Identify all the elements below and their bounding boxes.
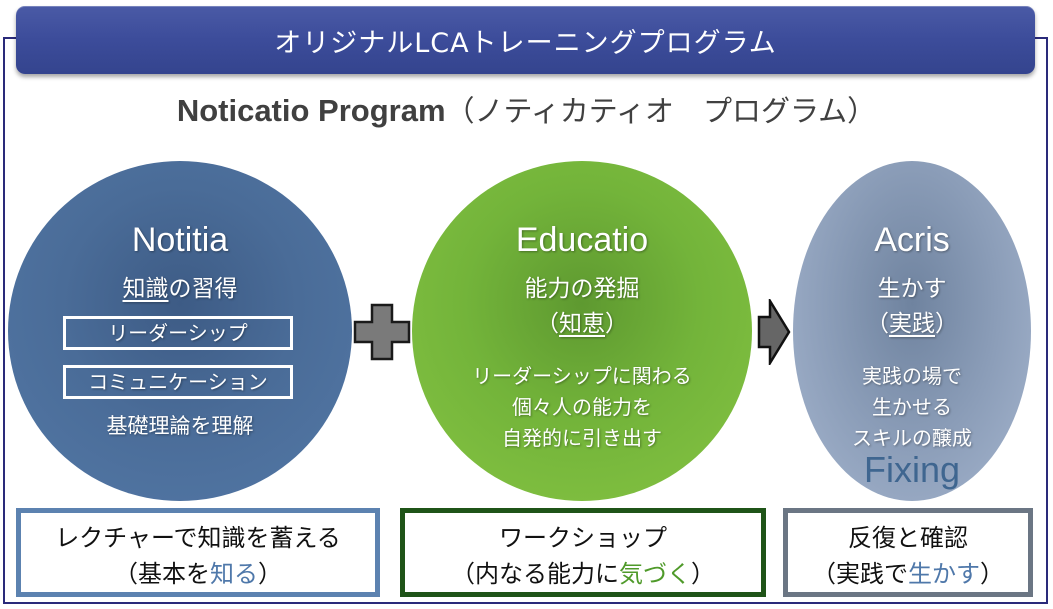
method-line1: ワークショップ (499, 524, 667, 552)
method-line1: 反復と確認 (848, 524, 968, 552)
subtitle-kana: （ノティカティオ プログラム） (445, 94, 877, 128)
stage-circle-notitia: Notitia 知識の習得 リーダーシップ コミュニケーション 基礎理論を理解 (8, 161, 352, 501)
method-box-lecture: レクチャーで知識を蓄える （基本を知る） (16, 508, 380, 597)
program-subtitle: Noticatio Program（ノティカティオ プログラム） (0, 88, 1053, 130)
method-line2: （基本を知る） (114, 560, 282, 588)
stage-paren: （実践） (866, 311, 958, 337)
stage-description: 基礎理論を理解 (106, 414, 254, 438)
stage-heading: 知識の習得 (8, 269, 352, 303)
method-box-workshop: ワークショップ （内なる能力に気づく） (400, 508, 766, 597)
method-line2: （内なる能力に気づく） (451, 560, 715, 588)
topic-box-communication: コミュニケーション (63, 365, 293, 399)
method-highlight: 生かす (908, 560, 980, 588)
heading-rest: の習得 (168, 276, 238, 302)
stage-description: リーダーシップに関わる 個々人の能力を 自発的に引き出す (472, 364, 692, 450)
stage-circle-educatio: Educatio 能力の発掘 （知恵） リーダーシップに関わる 個々人の能力を … (412, 161, 752, 501)
paren-underlined: 実践 (889, 311, 935, 337)
stage-description: 実践の場で 生かせる スキルの醸成 (852, 364, 972, 450)
plus-icon (353, 303, 411, 361)
paren-underlined: 知恵 (559, 311, 605, 337)
subtitle-latin: Noticatio Program (176, 93, 446, 128)
stage-name: Educatio (515, 221, 649, 259)
stage-paren: （知恵） (536, 311, 628, 337)
title-banner: オリジナルLCAトレーニングプログラム (16, 6, 1035, 74)
method-highlight: 気づく (619, 560, 691, 588)
stage-name: Acris (874, 221, 950, 259)
stage-heading: 生かす (877, 276, 947, 302)
stage-circle-acris: Acris 生かす （実践） 実践の場で 生かせる スキルの醸成 Fixing (793, 161, 1031, 501)
arrow-right-icon (757, 299, 791, 365)
banner-title: オリジナルLCAトレーニングプログラム (274, 27, 777, 59)
method-line1: レクチャーで知識を蓄える (55, 524, 341, 552)
stage-heading: 能力の発掘 (524, 276, 640, 302)
method-line2: （実践で生かす） (812, 560, 1004, 588)
topic-box-leadership: リーダーシップ (63, 316, 293, 350)
stage-tag-fixing: Fixing (863, 449, 961, 490)
method-box-repetition: 反復と確認 （実践で生かす） (783, 508, 1033, 597)
heading-underlined: 知識 (122, 276, 169, 302)
stage-name: Notitia (131, 221, 229, 259)
method-highlight: 知る (210, 560, 258, 588)
